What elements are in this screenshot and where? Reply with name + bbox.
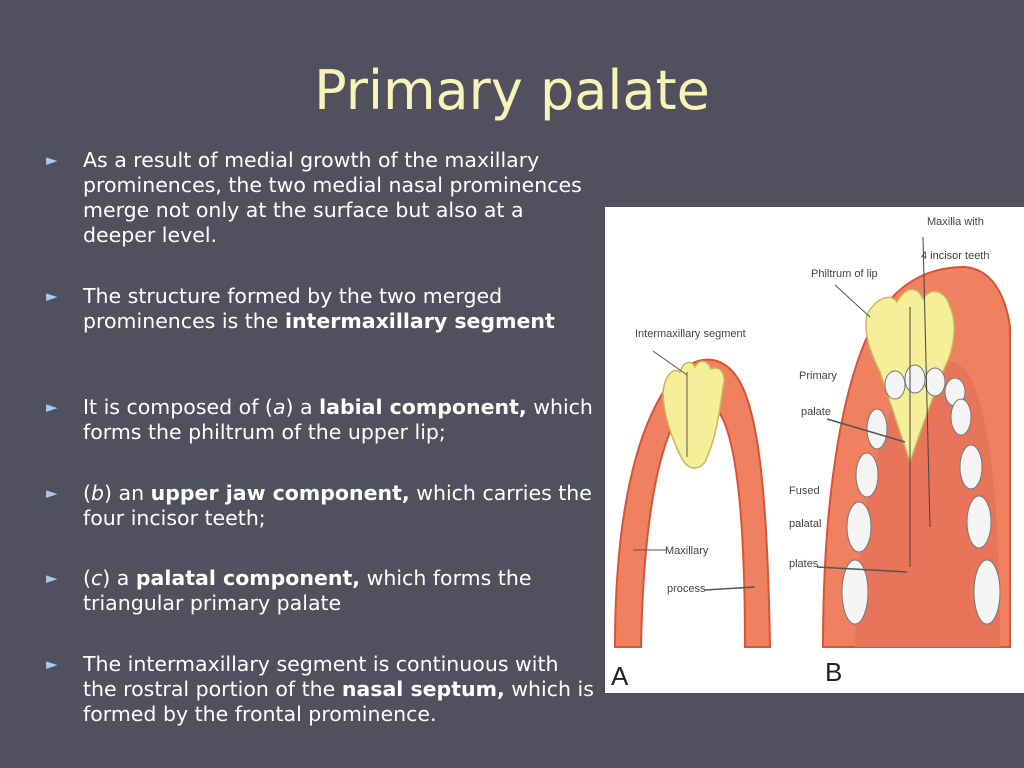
- bullet-text-run: which carries the four incisor teeth;: [83, 481, 592, 530]
- label-palatal: palatal: [789, 518, 821, 530]
- bullet-item: ► It is composed of (a) a labial compone…: [46, 395, 596, 445]
- panel-label-a: A: [611, 661, 629, 691]
- panel-a-diagram: [613, 350, 772, 648]
- bullet-text: The intermaxillary segment is continuous…: [83, 652, 596, 727]
- bullet-item: ► The structure formed by the two merged…: [46, 284, 596, 334]
- bullet-italic-letter: b: [91, 481, 105, 505]
- bullet-text-run: ) an: [104, 481, 151, 505]
- bullet-item: ► (b) an upper jaw component, which carr…: [46, 481, 596, 531]
- bullet-bold-term: palatal component,: [135, 566, 361, 590]
- bullet-text: The structure formed by the two merged p…: [83, 284, 596, 334]
- bullet-text-run: The structure formed by the two merged p…: [83, 284, 503, 333]
- bullet-text-run: (: [83, 481, 91, 505]
- palate-diagram: Intermaxillary segment Maxillary process…: [605, 207, 1024, 693]
- bullet-text-run: ) a: [285, 395, 320, 419]
- bullet-item: ► (c) a palatal component, which forms t…: [46, 566, 596, 616]
- label-maxillary: Maxillary: [665, 545, 709, 557]
- bullet-text: (c) a palatal component, which forms the…: [83, 566, 596, 616]
- label-palate: palate: [801, 406, 831, 418]
- label-philtrum: Philtrum of lip: [811, 268, 878, 280]
- label-process: process: [667, 583, 706, 595]
- label-primary: Primary: [799, 370, 837, 382]
- intermaxillary-segment-shape: [662, 360, 725, 469]
- bullet-italic-letter: c: [91, 566, 103, 590]
- label-intermaxillary-segment: Intermaxillary segment: [635, 328, 746, 340]
- bullet-text: As a result of medial growth of the maxi…: [83, 148, 596, 248]
- bullet-text-run: As a result of medial growth of the maxi…: [83, 148, 582, 247]
- label-fused: Fused: [789, 485, 820, 497]
- bullet-item: ► The intermaxillary segment is continuo…: [46, 652, 596, 727]
- triangle-right-icon: ►: [46, 655, 58, 673]
- bullet-text-run: (: [83, 566, 91, 590]
- bullet-bold-term: intermaxillary segment: [284, 309, 555, 333]
- bullet-text-run: ) a: [102, 566, 136, 590]
- bullet-item: ► As a result of medial growth of the ma…: [46, 148, 596, 248]
- bullet-text-run: The intermaxillary segment is continuous…: [83, 652, 559, 701]
- slide-title: Primary palate: [314, 59, 710, 122]
- bullet-text-run: which forms the philtrum of the upper li…: [83, 395, 593, 444]
- panel-label-b: B: [825, 657, 842, 687]
- bullet-bold-term: upper jaw component,: [150, 481, 410, 505]
- label-plates: plates: [789, 558, 819, 570]
- triangle-right-icon: ►: [46, 398, 58, 416]
- label-maxilla-with: Maxilla with: [927, 216, 984, 228]
- bullet-text-run: which is formed by the frontal prominenc…: [83, 677, 594, 726]
- label-incisor-teeth: 4 incisor teeth: [921, 250, 989, 262]
- bullet-italic-letter: a: [272, 395, 286, 419]
- triangle-right-icon: ►: [46, 151, 58, 169]
- triangle-right-icon: ►: [46, 484, 58, 502]
- side-teeth: [841, 398, 1001, 625]
- bullet-bold-term: labial component,: [319, 395, 527, 419]
- bullet-bold-term: nasal septum,: [341, 677, 505, 701]
- bullet-text: (b) an upper jaw component, which carrie…: [83, 481, 596, 531]
- bullet-text-run: It is composed of (: [83, 395, 273, 419]
- triangle-right-icon: ►: [46, 569, 58, 587]
- bullet-text-run: which forms the triangular primary palat…: [83, 566, 532, 615]
- bullet-text: It is composed of (a) a labial component…: [83, 395, 596, 445]
- triangle-right-icon: ►: [46, 287, 58, 305]
- panel-b-diagram: [816, 236, 1011, 648]
